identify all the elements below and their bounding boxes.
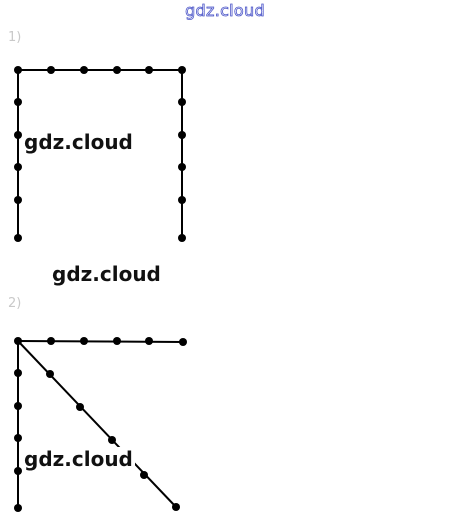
figure-1-point [14, 66, 22, 74]
figure-1-point [178, 98, 186, 106]
figure-1-point [113, 66, 121, 74]
figure-1-point [178, 66, 186, 74]
caption-watermark: gdz.cloud [50, 262, 163, 286]
figure-1 [14, 66, 186, 242]
figure-2-point [76, 403, 84, 411]
figure-2-point [14, 402, 22, 410]
figure-2-watermark: gdz.cloud [22, 447, 135, 471]
problem-1-number: 1) [8, 30, 22, 45]
figure-2-point [14, 369, 22, 377]
figure-2-top-edge [17, 340, 184, 343]
figure-1-point [14, 234, 22, 242]
figure-2-point [14, 504, 22, 512]
figure-2-point [47, 337, 55, 345]
figure-2-point [108, 436, 116, 444]
figure-1-point [178, 234, 186, 242]
figure-1-point [14, 163, 22, 171]
figure-1-point [145, 66, 153, 74]
figure-2-point [14, 467, 22, 475]
figure-2-point [14, 434, 22, 442]
figure-1-point [47, 66, 55, 74]
figure-2-diagonal [17, 340, 177, 508]
figure-1-point [14, 98, 22, 106]
figure-2-point [80, 337, 88, 345]
figure-2-point [179, 338, 187, 346]
problem-2-number: 2) [8, 296, 22, 311]
figure-1-point [80, 66, 88, 74]
figure-1-point [178, 196, 186, 204]
header-watermark: gdz.cloud [185, 1, 265, 21]
figure-2-point [172, 503, 180, 511]
figure-1-point [178, 163, 186, 171]
figure-2-point [113, 337, 121, 345]
figure-2-point [140, 471, 148, 479]
figure-2-point [14, 337, 22, 345]
figure-2-point [46, 370, 54, 378]
figure-1-watermark: gdz.cloud [22, 130, 135, 154]
figure-1-point [14, 131, 22, 139]
figure-2-point [145, 337, 153, 345]
figure-1-point [14, 196, 22, 204]
figure-1-point [178, 131, 186, 139]
